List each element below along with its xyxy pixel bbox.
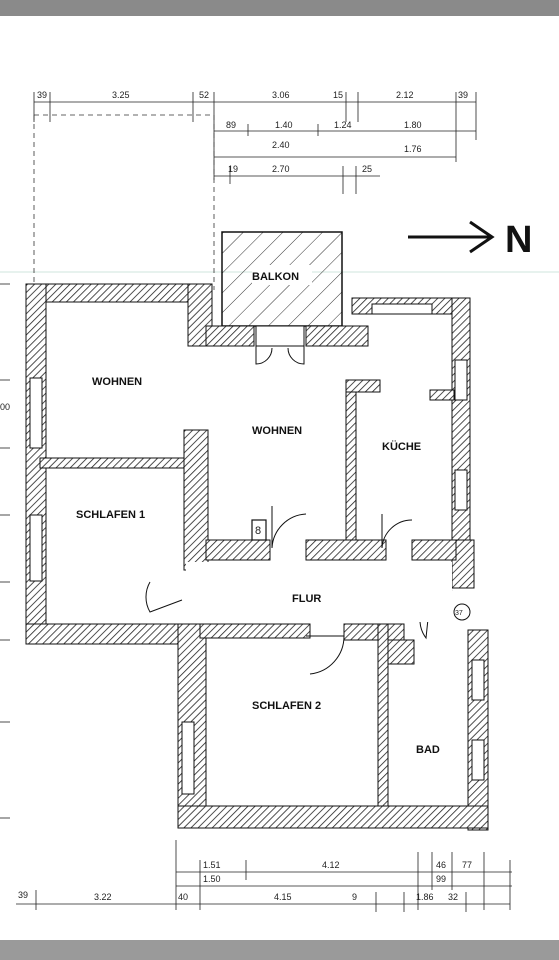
dim-top-7: 39	[458, 90, 468, 100]
dim-bottom-11: 9	[352, 892, 357, 902]
dim-bottom-7: 39	[18, 890, 28, 900]
dim-bottom-8: 3.22	[94, 892, 112, 902]
dim-bottom-6: 99	[436, 874, 446, 884]
dim-top-1: 39	[37, 90, 47, 100]
room-labels: BALKON WOHNEN WOHNEN KÜCHE SCHLAFEN 1 FL…	[76, 271, 440, 756]
north-label: N	[505, 219, 532, 261]
dim-top-16: 25	[362, 164, 372, 174]
room-label-wohnen-2: WOHNEN	[252, 425, 302, 437]
room-label-bad: BAD	[416, 744, 440, 756]
closet-number: 8	[255, 525, 261, 537]
dim-top-8: 89	[226, 120, 236, 130]
dim-top-15: 2.70	[272, 164, 290, 174]
dashed-outline	[33, 114, 215, 290]
dim-left-1: 00	[0, 402, 10, 412]
left-edge-ticks	[0, 283, 10, 819]
closet-mark: 8	[251, 519, 267, 541]
room-label-wohnen-1: WOHNEN	[92, 376, 142, 388]
room-label-flur: FLUR	[292, 593, 321, 605]
scan-bottom-edge	[0, 940, 559, 960]
dim-bottom-4: 77	[462, 860, 472, 870]
dim-bottom-3: 46	[436, 860, 446, 870]
dim-top-6: 2.12	[396, 90, 414, 100]
dim-bottom-12: 1.86	[416, 892, 434, 902]
flur-opening	[186, 562, 452, 622]
bottom-dimension-labels: 1.51 4.12 46 77 1.50 99 39 3.22 40 4.15 …	[18, 860, 472, 902]
dim-top-5: 15	[333, 90, 343, 100]
room-label-schlafen-2: SCHLAFEN 2	[252, 700, 321, 712]
top-dimensions	[33, 92, 477, 194]
room-label-balkon: BALKON	[252, 271, 299, 283]
dim-bottom-2: 4.12	[322, 860, 340, 870]
top-dimension-labels: 39 3.25 52 3.06 15 2.12 39 89 1.40 1.24 …	[37, 90, 468, 174]
balcony	[221, 231, 343, 327]
dim-bottom-10: 4.15	[274, 892, 292, 902]
dim-top-11: 1.80	[404, 120, 422, 130]
windows	[29, 303, 485, 795]
room-label-schlafen-1: SCHLAFEN 1	[76, 509, 145, 521]
dim-top-4: 3.06	[272, 90, 290, 100]
dim-top-12: 2.40	[272, 140, 290, 150]
dim-bottom-9: 40	[178, 892, 188, 902]
scan-top-edge	[0, 0, 559, 16]
bottom-dimensions	[16, 840, 512, 912]
dim-top-9: 1.40	[275, 120, 293, 130]
dim-bottom-5: 1.50	[203, 874, 221, 884]
stair-circle: 37	[453, 603, 471, 621]
dim-top-13: 1.76	[404, 144, 422, 154]
dim-top-14: 19	[228, 164, 238, 174]
dim-bottom-1: 1.51	[203, 860, 221, 870]
dim-top-2: 3.25	[112, 90, 130, 100]
dim-top-3: 52	[199, 90, 209, 100]
dim-bottom-13: 32	[448, 892, 458, 902]
room-label-kueche: KÜCHE	[382, 440, 421, 453]
stair-number: 37	[455, 610, 463, 617]
north-arrow: N	[408, 219, 532, 261]
dim-top-10: 1.24	[334, 120, 352, 130]
